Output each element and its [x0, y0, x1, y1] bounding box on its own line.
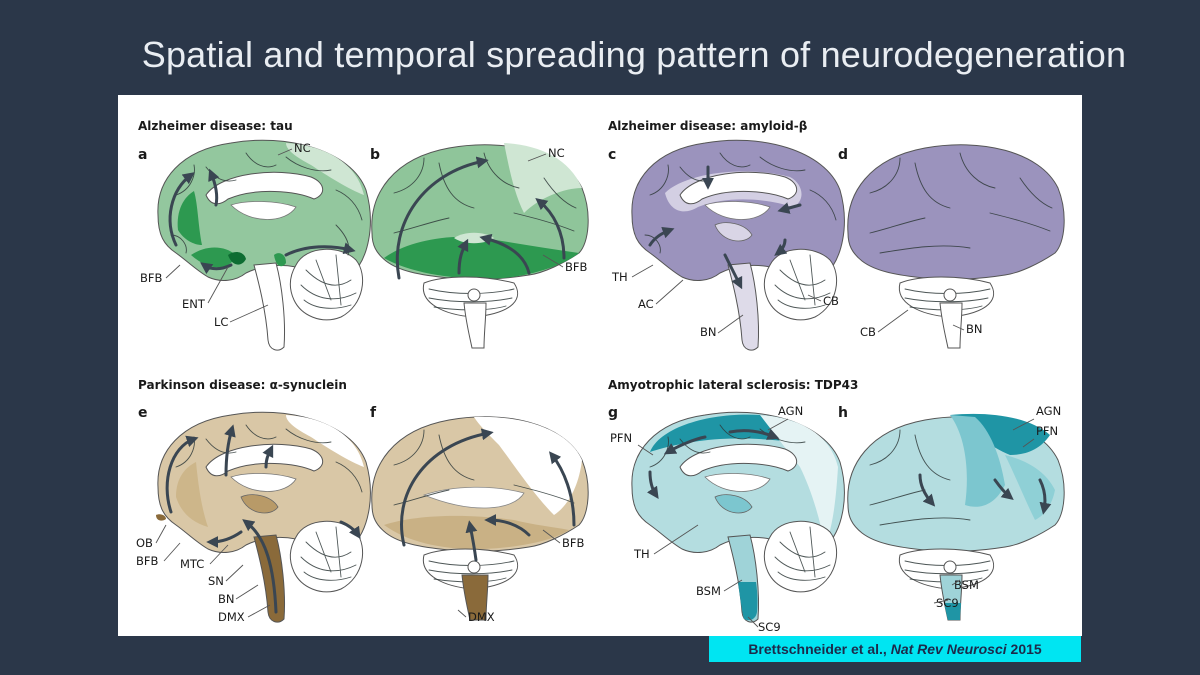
- panel-e-brain: [156, 411, 371, 623]
- label-g-bsm: BSM: [696, 584, 721, 598]
- label-d-bn: BN: [966, 322, 983, 336]
- panel-a-brain: [157, 139, 371, 351]
- panel-h-brain: [847, 413, 1065, 621]
- label-e-bn: BN: [218, 592, 235, 606]
- panel-letter-e: e: [138, 405, 148, 421]
- panel-letter-d: d: [838, 147, 848, 163]
- label-d-cb: CB: [860, 325, 876, 339]
- label-a-bfb: BFB: [140, 271, 163, 285]
- brain-figure: Alzheimer disease: tau Alzheimer disease…: [136, 119, 1065, 634]
- label-h-bsm: BSM: [954, 578, 979, 592]
- panel-letter-b: b: [370, 147, 380, 163]
- label-a-ent: ENT: [182, 297, 206, 311]
- section-title-tdp43: Amyotrophic lateral sclerosis: TDP43: [608, 378, 858, 392]
- panel-c-brain: [631, 139, 845, 351]
- label-c-th: TH: [611, 270, 628, 284]
- label-e-ob: OB: [136, 536, 153, 550]
- label-e-sn: SN: [208, 574, 224, 588]
- slide-title: Spatial and temporal spreading pattern o…: [141, 34, 1127, 75]
- panel-b-brain: [371, 143, 589, 349]
- label-b-nc: NC: [548, 146, 565, 160]
- label-e-dmx: DMX: [218, 610, 245, 624]
- citation-authors: Brettschneider et al.,: [748, 641, 891, 657]
- panel-letter-h: h: [838, 405, 848, 421]
- label-g-th: TH: [633, 547, 650, 561]
- label-e-bfb: BFB: [136, 554, 159, 568]
- label-g-sc9: SC9: [758, 620, 781, 634]
- label-c-ac: AC: [638, 297, 654, 311]
- label-f-bfb: BFB: [562, 536, 585, 550]
- label-e-mtc: MTC: [180, 557, 204, 571]
- label-c-bn: BN: [700, 325, 717, 339]
- citation-journal: Nat Rev Neurosci: [890, 641, 1007, 657]
- citation-badge: Brettschneider et al., Nat Rev Neurosci …: [709, 636, 1081, 662]
- label-h-pfn: PFN: [1036, 424, 1058, 438]
- section-title-amyloid: Alzheimer disease: amyloid-β: [608, 119, 808, 133]
- label-h-agn: AGN: [1036, 404, 1061, 418]
- label-g-pfn: PFN: [610, 431, 632, 445]
- panel-g-brain: [631, 411, 845, 623]
- figure-panel: Alzheimer disease: tau Alzheimer disease…: [118, 95, 1082, 636]
- panel-letter-f: f: [370, 405, 377, 421]
- panel-letter-a: a: [138, 147, 147, 163]
- label-c-cb: CB: [823, 294, 839, 308]
- label-a-lc: LC: [214, 315, 228, 329]
- panel-d-brain: [847, 144, 1065, 349]
- label-g-agn: AGN: [778, 404, 803, 418]
- section-title-synuclein: Parkinson disease: α-synuclein: [138, 378, 347, 392]
- label-f-dmx: DMX: [468, 610, 495, 624]
- section-title-tau: Alzheimer disease: tau: [138, 119, 293, 133]
- label-b-bfb: BFB: [565, 260, 588, 274]
- panel-f-brain: [371, 416, 589, 621]
- citation-year: 2015: [1006, 641, 1042, 657]
- panel-letter-c: c: [608, 147, 616, 163]
- label-h-sc9: SC9: [936, 596, 959, 610]
- label-a-nc: NC: [294, 141, 311, 155]
- panel-letter-g: g: [608, 405, 618, 421]
